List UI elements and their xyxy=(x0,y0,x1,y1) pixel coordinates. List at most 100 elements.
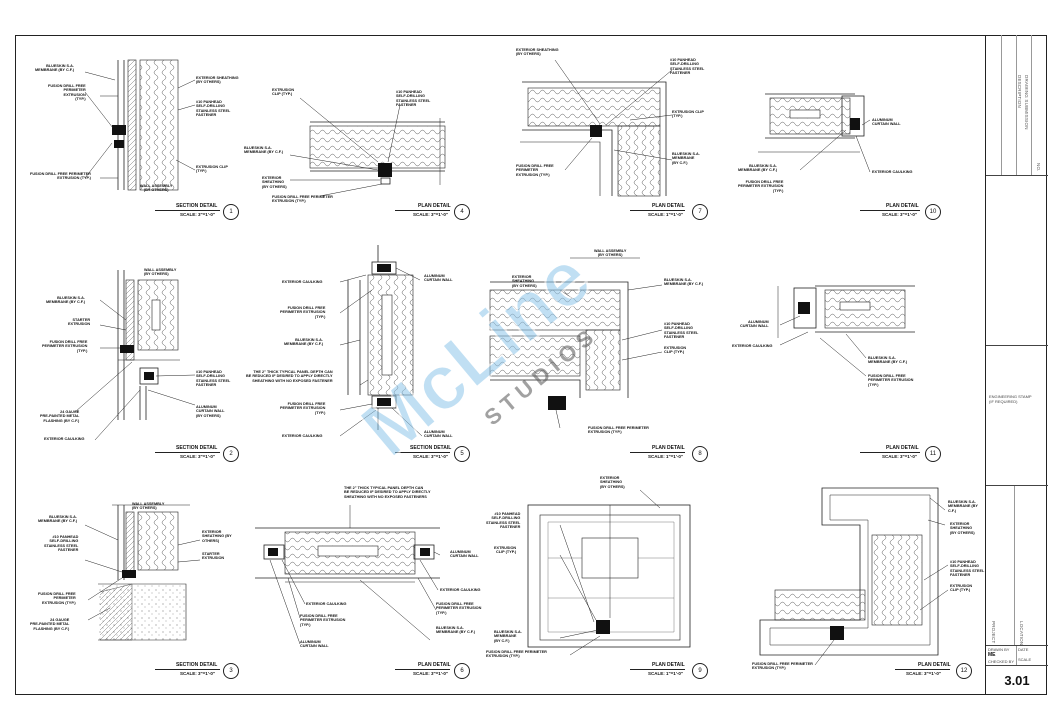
d9-note-fastener: #10 PANHEAD SELF-DRILLING STAINLESS STEE… xyxy=(486,512,521,530)
d3-note-fastener: #10 PANHEAD SELF-DRILLING STAINLESS STEE… xyxy=(44,535,79,553)
detail-2-title: SECTION DETAIL xyxy=(176,445,218,451)
detail-12-drawing xyxy=(759,487,949,666)
d1-note-extrusion: FUSION DRILL FREE PERIMETER EXTRUSION (T… xyxy=(48,84,86,102)
detail-4-number: 4 xyxy=(454,204,470,220)
d11-note-caulking: EXTERIOR CAULKING xyxy=(732,344,773,348)
detail-4-drawing xyxy=(289,97,446,197)
detail-5-title: SECTION DETAIL xyxy=(410,445,452,451)
detail-10-scale: SCALE: 3"=1'-0" xyxy=(882,212,917,217)
d5-note-caulking: EXTERIOR CAULKING xyxy=(282,280,323,284)
detail-8-number: 8 xyxy=(692,446,708,462)
d2-note-starter: STARTER EXTRUSION xyxy=(68,318,91,327)
drawing-sheet-border xyxy=(15,35,1047,695)
tb-drawn-value: ME xyxy=(988,652,996,658)
d12-note-membrane: BLUESKIN S.A. MEMBRANE (BY C.F.) xyxy=(948,500,978,513)
d5-note-panel: THE 2" THICK TYPICAL PANEL DEPTH CAN BE … xyxy=(246,370,333,383)
d5-note-fusion: FUSION DRILL FREE PERIMETER EXTRUSION (T… xyxy=(280,306,326,319)
d1-note-wall: WALL ASSEMBLY (BY OTHERS) xyxy=(140,184,173,193)
d11-note-membrane: BLUESKIN S.A. MEMBRANE (BY C.F.) xyxy=(868,356,907,365)
detail-9-number: 9 xyxy=(692,663,708,679)
d10-note-fusion: FUSION DRILL FREE PERIMETER EXTRUSION (T… xyxy=(738,180,784,193)
d6-note-caulking: EXTERIOR CAULKING xyxy=(440,588,481,592)
d7-note-fusion: FUSION DRILL FREE PERIMETER EXTRUSION (T… xyxy=(516,164,554,177)
d8-note-fusion: FUSION DRILL FREE PERIMETER EXTRUSION (T… xyxy=(588,426,649,435)
d10-note-caulking: EXTERIOR CAULKING xyxy=(872,170,913,174)
d7-note-membrane: BLUESKIN S.A. MEMBRANE (BY C.F.) xyxy=(672,152,700,165)
mcline-watermark: McLine STUDIOS xyxy=(343,232,607,474)
title-block: DESCRIPTION DRAWING SUBMISSION NO. ENGIN… xyxy=(985,35,1048,695)
detail-6-scale: SCALE: 3"=1'-0" xyxy=(413,671,448,676)
d6-note-fusion-2: FUSION DRILL FREE PERIMETER EXTRUSION (T… xyxy=(300,614,346,627)
d3-note-fusion: FUSION DRILL FREE PERIMETER EXTRUSION (T… xyxy=(38,592,76,605)
d6-note-caulking-2: EXTERIOR CAULKING xyxy=(306,602,347,606)
d9-note-sheathing: EXTERIOR SHEATHING (BY OTHERS) xyxy=(600,476,625,489)
d5-note-fusion-2: FUSION DRILL FREE PERIMETER EXTRUSION (T… xyxy=(280,402,326,415)
detail-9-scale: SCALE: 1"=1'-0" xyxy=(648,671,683,676)
tb-revisions: DESCRIPTION DRAWING SUBMISSION NO. xyxy=(986,35,1048,175)
detail-7-drawing xyxy=(520,59,673,197)
detail-3-title: SECTION DETAIL xyxy=(176,662,218,668)
detail-2-scale: SCALE: 3"=1'-0" xyxy=(180,454,215,459)
detail-11-drawing xyxy=(777,285,915,377)
d4-note-sheathing: EXTERIOR SHEATHING (BY OTHERS) xyxy=(262,176,287,189)
d4-note-membrane: BLUESKIN S.A. MEMBRANE (BY C.F.) xyxy=(244,146,283,155)
d7-note-clip: EXTRUSION CLIP (TYP.) xyxy=(672,110,704,119)
tb-date-label: DATE xyxy=(1018,647,1029,652)
d7-note-sheathing: EXTERIOR SHEATHING (BY OTHERS) xyxy=(516,48,559,57)
tb-stamp: ENGINEERING STAMP (IF REQUIRED) xyxy=(986,345,1048,485)
d9-note-membrane: BLUESKIN S.A. MEMBRANE (BY C.F.) xyxy=(494,630,522,643)
d3-note-flashing: 24 GAUGE PRE-PAINTED METAL FLASHING (BY … xyxy=(30,618,70,631)
d1-note-clip: EXTRUSION CLIP (TYP.) xyxy=(196,165,228,174)
d5-note-membrane: BLUESKIN S.A. MEMBRANE (BY C.F.) xyxy=(284,338,323,347)
detail-10-number: 10 xyxy=(925,204,941,220)
d6-note-curtain-2: ALUMINUM CURTAIN WALL xyxy=(300,640,329,649)
sheet-number: 3.01 xyxy=(1004,673,1030,688)
d4-note-fusion: FUSION DRILL FREE PERIMETER EXTRUSION (T… xyxy=(272,195,333,204)
d6-note-fusion: FUSION DRILL FREE PERIMETER EXTRUSION (T… xyxy=(436,602,482,615)
detail-3-drawing xyxy=(84,504,201,641)
detail-1-title: SECTION DETAIL xyxy=(176,203,218,209)
detail-1-number: 1 xyxy=(223,204,239,220)
d3-note-wall: WALL ASSEMBLY (BY OTHERS) xyxy=(132,502,165,511)
detail-11-title: PLAN DETAIL xyxy=(886,445,919,451)
detail-10-drawing xyxy=(758,93,871,173)
d12-note-sheathing: EXTERIOR SHEATHING (BY OTHERS) xyxy=(950,522,975,535)
d4-note-clip: EXTRUSION CLIP (TYP.) xyxy=(272,88,295,97)
d9-note-clip: EXTRUSION CLIP (TYP.) xyxy=(494,546,517,555)
tb-checked-label: CHECKED BY xyxy=(988,659,1015,664)
d8-note-fastener: #10 PANHEAD SELF-DRILLING STAINLESS STEE… xyxy=(664,322,699,340)
d8-note-membrane: BLUESKIN S.A. MEMBRANE (BY C.F.) xyxy=(664,278,703,287)
detail-11-number: 11 xyxy=(925,446,941,462)
d3-note-membrane: BLUESKIN S.A. MEMBRANE (BY C.F.) xyxy=(38,515,77,524)
tb-drawn: DRAWN BY ME CHECKED BY DATE SCALE xyxy=(986,645,1048,666)
d9-note-fusion: FUSION DRILL FREE PERIMETER EXTRUSION (T… xyxy=(486,650,547,659)
d8-note-wall: WALL ASSEMBLY (BY OTHERS) xyxy=(594,249,627,258)
detail-8-scale: SCALE: 1"=1'-0" xyxy=(648,454,683,459)
d1-note-membrane: BLUESKIN S.A. MEMBRANE (BY C.F.) xyxy=(35,64,74,73)
tb-blank xyxy=(986,175,1048,345)
d12-note-fusion: FUSION DRILL FREE PERIMETER EXTRUSION (T… xyxy=(752,662,813,671)
d12-note-clip: EXTRUSION CLIP (TYP.) xyxy=(950,584,973,593)
detail-12-number: 12 xyxy=(956,663,972,679)
d6-note-curtain: ALUMINUM CURTAIN WALL xyxy=(450,550,479,559)
d1-note-fusion: FUSION DRILL FREE PERIMETER EXTRUSION (T… xyxy=(30,172,91,181)
d7-note-fastener: #10 PANHEAD SELF-DRILLING STAINLESS STEE… xyxy=(670,58,705,76)
d1-note-sheathing: EXTERIOR SHEATHING (BY OTHERS) xyxy=(196,76,239,85)
d10-note-membrane: BLUESKIN S.A. MEMBRANE (BY C.F.) xyxy=(738,164,777,173)
detail-12-title: PLAN DETAIL xyxy=(918,662,951,668)
d2-note-flashing: 24 GAUGE PRE-PAINTED METAL FLASHING (BY … xyxy=(40,410,80,423)
d11-note-curtain: ALUMINUM CURTAIN WALL xyxy=(740,320,769,329)
detail-3-number: 3 xyxy=(223,663,239,679)
detail-3-scale: SCALE: 3"=1'-0" xyxy=(180,671,215,676)
d11-note-fusion: FUSION DRILL FREE PERIMETER EXTRUSION (T… xyxy=(868,374,914,387)
detail-7-title: PLAN DETAIL xyxy=(652,203,685,209)
detail-6-number: 6 xyxy=(454,663,470,679)
tb-project: PROJECT LOCATION xyxy=(986,485,1048,646)
detail-11-scale: SCALE: 3"=1'-0" xyxy=(882,454,917,459)
detail-5-drawing xyxy=(339,245,423,437)
detail-6-title: PLAN DETAIL xyxy=(418,662,451,668)
d2-note-fastener: #10 PANHEAD SELF-DRILLING STAINLESS STEE… xyxy=(196,370,231,388)
d2-note-membrane: BLUESKIN S.A. MEMBRANE (BY C.F.) xyxy=(46,296,85,305)
d12-note-fastener: #10 PANHEAD SELF-DRILLING STAINLESS STEE… xyxy=(950,560,985,578)
